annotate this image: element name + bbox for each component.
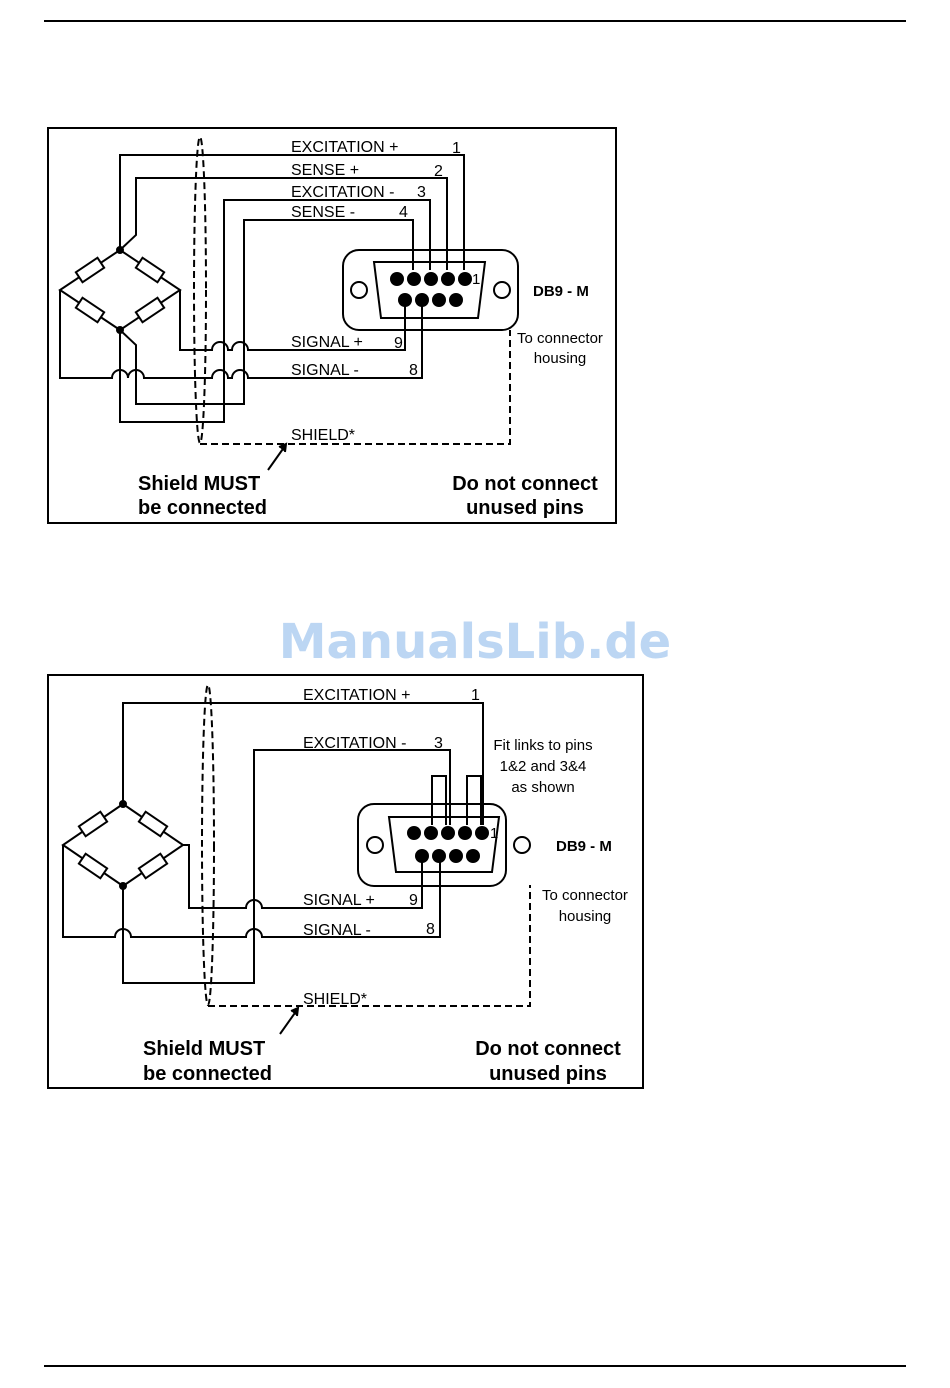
pin-number-1: 1	[471, 687, 480, 704]
unused-pins-note: unused pins	[489, 1063, 607, 1085]
db9-connector	[357, 803, 531, 887]
unused-pins-note: unused pins	[466, 497, 584, 519]
load-cell-bridge	[58, 246, 182, 334]
connector-pin-1: 1	[472, 271, 480, 288]
bottom-rule	[44, 1365, 906, 1367]
links-note: Fit links to pins	[493, 737, 592, 754]
label-signal-plus: SIGNAL +	[303, 892, 375, 909]
watermark: ManualsLib.de	[279, 614, 671, 670]
shield-note: Shield MUST	[138, 473, 260, 495]
diagram-frame	[47, 674, 644, 1089]
pin-number-3: 3	[434, 735, 443, 752]
db9-connector	[342, 249, 519, 331]
connector-pin-1: 1	[490, 825, 498, 842]
label-shield: SHIELD*	[303, 991, 367, 1008]
unused-pins-note: Do not connect	[452, 473, 598, 495]
four-wire-labels: EXCITATION + 1 EXCITATION - 3 Fit links …	[143, 687, 628, 1085]
links-note: 1&2 and 3&4	[500, 758, 587, 775]
pin-number-1: 1	[452, 140, 461, 157]
label-shield: SHIELD*	[291, 427, 355, 444]
diagram-four-wire	[47, 674, 644, 1089]
top-rule	[44, 20, 906, 22]
shield-note: be connected	[138, 497, 267, 519]
six-wire-labels: EXCITATION + 1 SENSE + 2 EXCITATION - 3 …	[138, 139, 603, 519]
diagram-six-wire	[47, 127, 617, 524]
pin-number-8: 8	[426, 921, 435, 938]
diagram-frame	[47, 127, 617, 524]
label-sense-minus: SENSE -	[291, 204, 355, 221]
pin-number-2: 2	[434, 163, 443, 180]
unused-pins-note: Do not connect	[475, 1038, 621, 1060]
shield-note: be connected	[143, 1063, 272, 1085]
housing-note: To connector	[517, 330, 603, 347]
label-excitation-minus: EXCITATION -	[303, 735, 406, 752]
housing-note: housing	[534, 350, 587, 367]
links-note: as shown	[511, 779, 574, 796]
label-signal-plus: SIGNAL +	[291, 334, 363, 351]
housing-note: housing	[559, 908, 612, 925]
label-excitation-plus: EXCITATION +	[291, 139, 398, 156]
housing-note: To connector	[542, 887, 628, 904]
label-signal-minus: SIGNAL -	[303, 922, 371, 939]
label-excitation-plus: EXCITATION +	[303, 687, 410, 704]
pin-number-3: 3	[417, 184, 426, 201]
shield-note: Shield MUST	[143, 1038, 265, 1060]
label-excitation-minus: EXCITATION -	[291, 184, 394, 201]
pin-number-4: 4	[399, 204, 408, 221]
pin-number-9: 9	[394, 335, 403, 352]
connector-name: DB9 - M	[556, 838, 612, 855]
pin-number-9: 9	[409, 892, 418, 909]
pin-number-8: 8	[409, 362, 418, 379]
connector-name: DB9 - M	[533, 283, 589, 300]
label-signal-minus: SIGNAL -	[291, 362, 359, 379]
load-cell-bridge	[61, 800, 185, 890]
label-sense-plus: SENSE +	[291, 162, 359, 179]
